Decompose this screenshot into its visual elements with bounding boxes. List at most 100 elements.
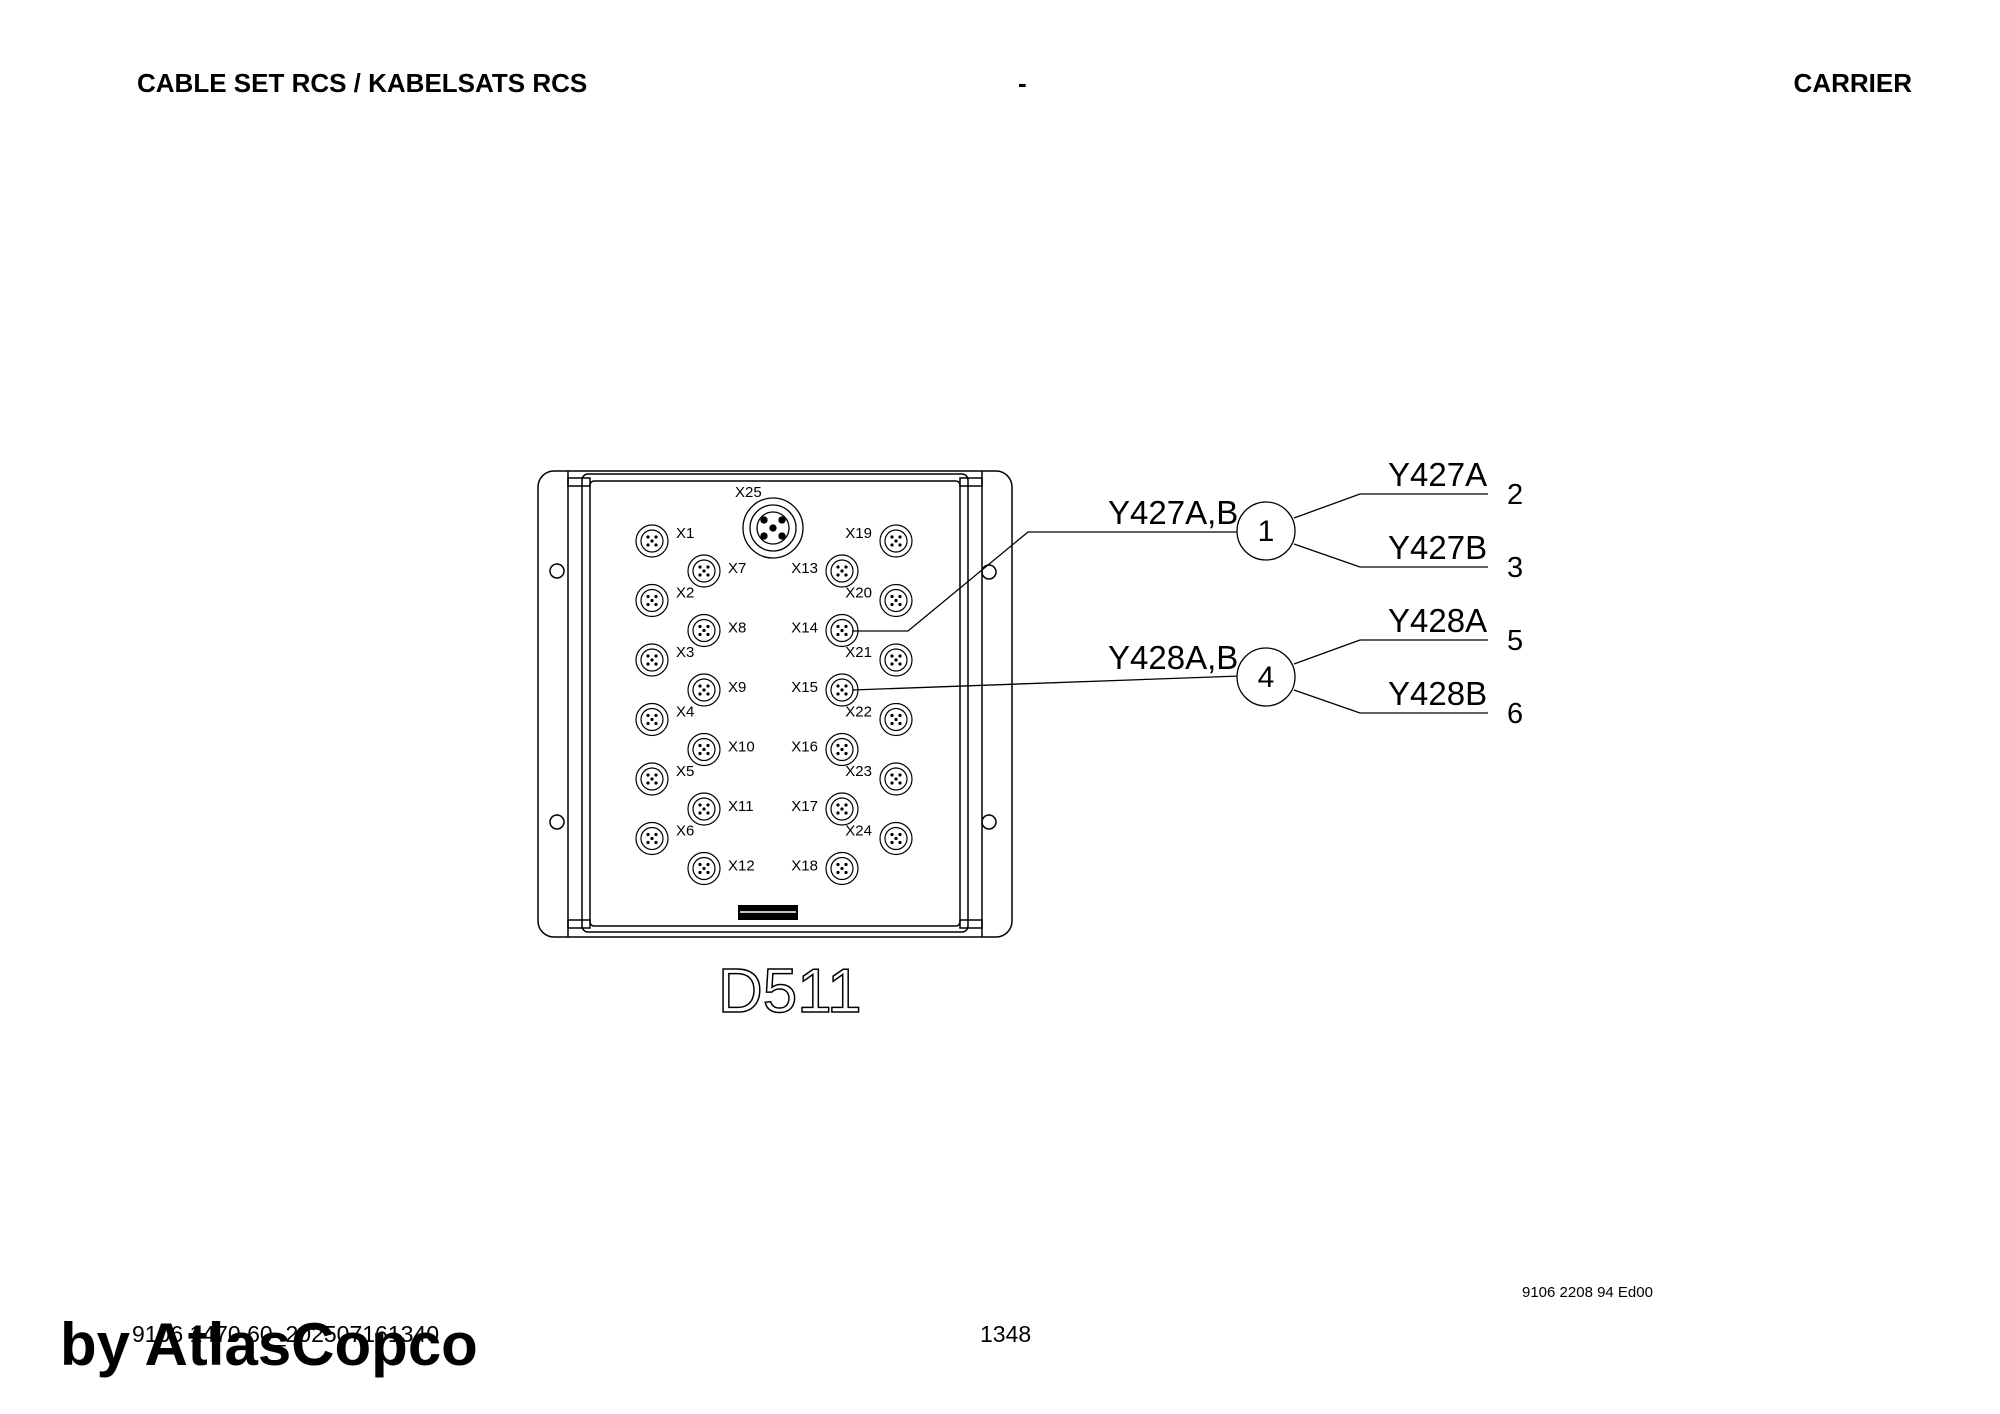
connector-x17: X17 [791, 792, 859, 826]
connector-pin [890, 840, 894, 845]
connector-x24: X24 [845, 821, 913, 856]
connector-ring [884, 588, 908, 613]
connector-x23: X23 [845, 762, 913, 796]
connector-pin [844, 870, 848, 875]
connector-pin [840, 628, 844, 633]
connector-x7: X7 [687, 554, 746, 588]
callout-label-y427ab: Y427A,B [1108, 494, 1238, 531]
connector-pin [840, 747, 844, 752]
connector-pin [898, 654, 902, 658]
connector-ring [640, 648, 664, 672]
connector-label: X5 [676, 763, 694, 780]
connector-ring [687, 673, 721, 707]
connector-ring [825, 851, 859, 886]
connector-pin [836, 751, 840, 756]
connector-pin [706, 624, 710, 629]
connector-x2: X2 [635, 583, 694, 618]
mounting-hole [981, 814, 997, 830]
connector-x5: X5 [635, 762, 694, 796]
connector-x1: X1 [635, 524, 694, 558]
brand-watermark: by AtlasCopco [60, 1311, 478, 1378]
connector-pin [654, 662, 658, 666]
connector-pin [890, 543, 894, 547]
connector-pin [646, 781, 650, 785]
connector-label: X17 [791, 798, 818, 815]
connector-label: X7 [728, 560, 746, 577]
connector-pin [898, 535, 902, 539]
connector-pin [706, 684, 710, 688]
connector-pin [898, 840, 902, 845]
atlas-copco-logo [738, 905, 798, 920]
connector-pin [646, 543, 650, 547]
connector-x10: X10 [687, 732, 755, 767]
connector-ring [884, 648, 908, 672]
connector-pin [836, 624, 840, 629]
connector-pin [654, 840, 658, 845]
connector-label: X21 [845, 644, 872, 661]
page-number: 1348 [980, 1321, 1032, 1347]
connector-pin [890, 602, 894, 607]
branch-label-y428a: Y428A [1388, 602, 1487, 639]
connector-label: X4 [676, 704, 694, 721]
connector-pin [702, 688, 706, 692]
branch-label-y428b: Y428B [1388, 675, 1487, 712]
connector-pin [836, 565, 840, 569]
connector-pin [890, 594, 894, 599]
header-title: CABLE SET RCS / KABELSATS RCS [137, 68, 588, 98]
connector-pin [840, 688, 844, 692]
connector-pin [650, 658, 654, 662]
connector-pin [836, 811, 840, 815]
connector-ring [879, 762, 913, 796]
connector-pin [698, 684, 702, 688]
connector-x8: X8 [687, 613, 746, 648]
connector-x25 [742, 497, 804, 559]
connector-x13: X13 [791, 554, 859, 588]
header-section: CARRIER [1793, 68, 1912, 98]
connector-pin [836, 692, 840, 696]
connector-pin [898, 594, 902, 599]
connector-pin [898, 721, 902, 726]
connector-pin [894, 836, 898, 841]
connector-ring [687, 732, 721, 767]
connector-pin [836, 803, 840, 807]
connector-label: X20 [845, 585, 872, 602]
connector-pin [698, 803, 702, 807]
connector-pin [646, 713, 650, 718]
connector-pin [706, 870, 710, 875]
connector-pin [890, 654, 894, 658]
connector-ring [692, 737, 716, 762]
connector-array: X1X2X3X4X5X6X7X8X9X10X11X12X13X14X15X16X… [635, 524, 913, 886]
connector-ring [640, 826, 664, 851]
connector-x14: X14 [791, 613, 859, 648]
connector-pin [698, 632, 702, 637]
connector-pin [698, 811, 702, 815]
connector-pin [894, 539, 898, 543]
connector-label: X2 [676, 585, 694, 602]
ref-number-3: 3 [1507, 552, 1523, 584]
connector-pin [698, 692, 702, 696]
connector-pin [898, 543, 902, 547]
connector-ring [884, 707, 908, 732]
connector-pin [890, 721, 894, 726]
connector-ring [640, 707, 664, 732]
connector-ring [884, 529, 908, 553]
connector-pin [890, 662, 894, 666]
connector-pin [646, 773, 650, 777]
connector-pin [654, 773, 658, 777]
connector-pin [844, 692, 848, 696]
connector-x11: X11 [687, 792, 754, 826]
connector-pin [898, 602, 902, 607]
callout-label-y428ab: Y428A,B [1108, 639, 1238, 676]
connector-pin [706, 632, 710, 637]
connector-label: X12 [728, 858, 755, 875]
connector-pin [654, 594, 658, 599]
connector-ring [830, 856, 854, 881]
connector-label: X24 [845, 823, 872, 840]
connector-x3: X3 [635, 643, 694, 677]
connector-ring [687, 554, 721, 588]
connector-label: X1 [676, 525, 694, 542]
connector-pin [836, 862, 840, 867]
connector-pin [894, 598, 898, 603]
connector-pin [702, 747, 706, 752]
